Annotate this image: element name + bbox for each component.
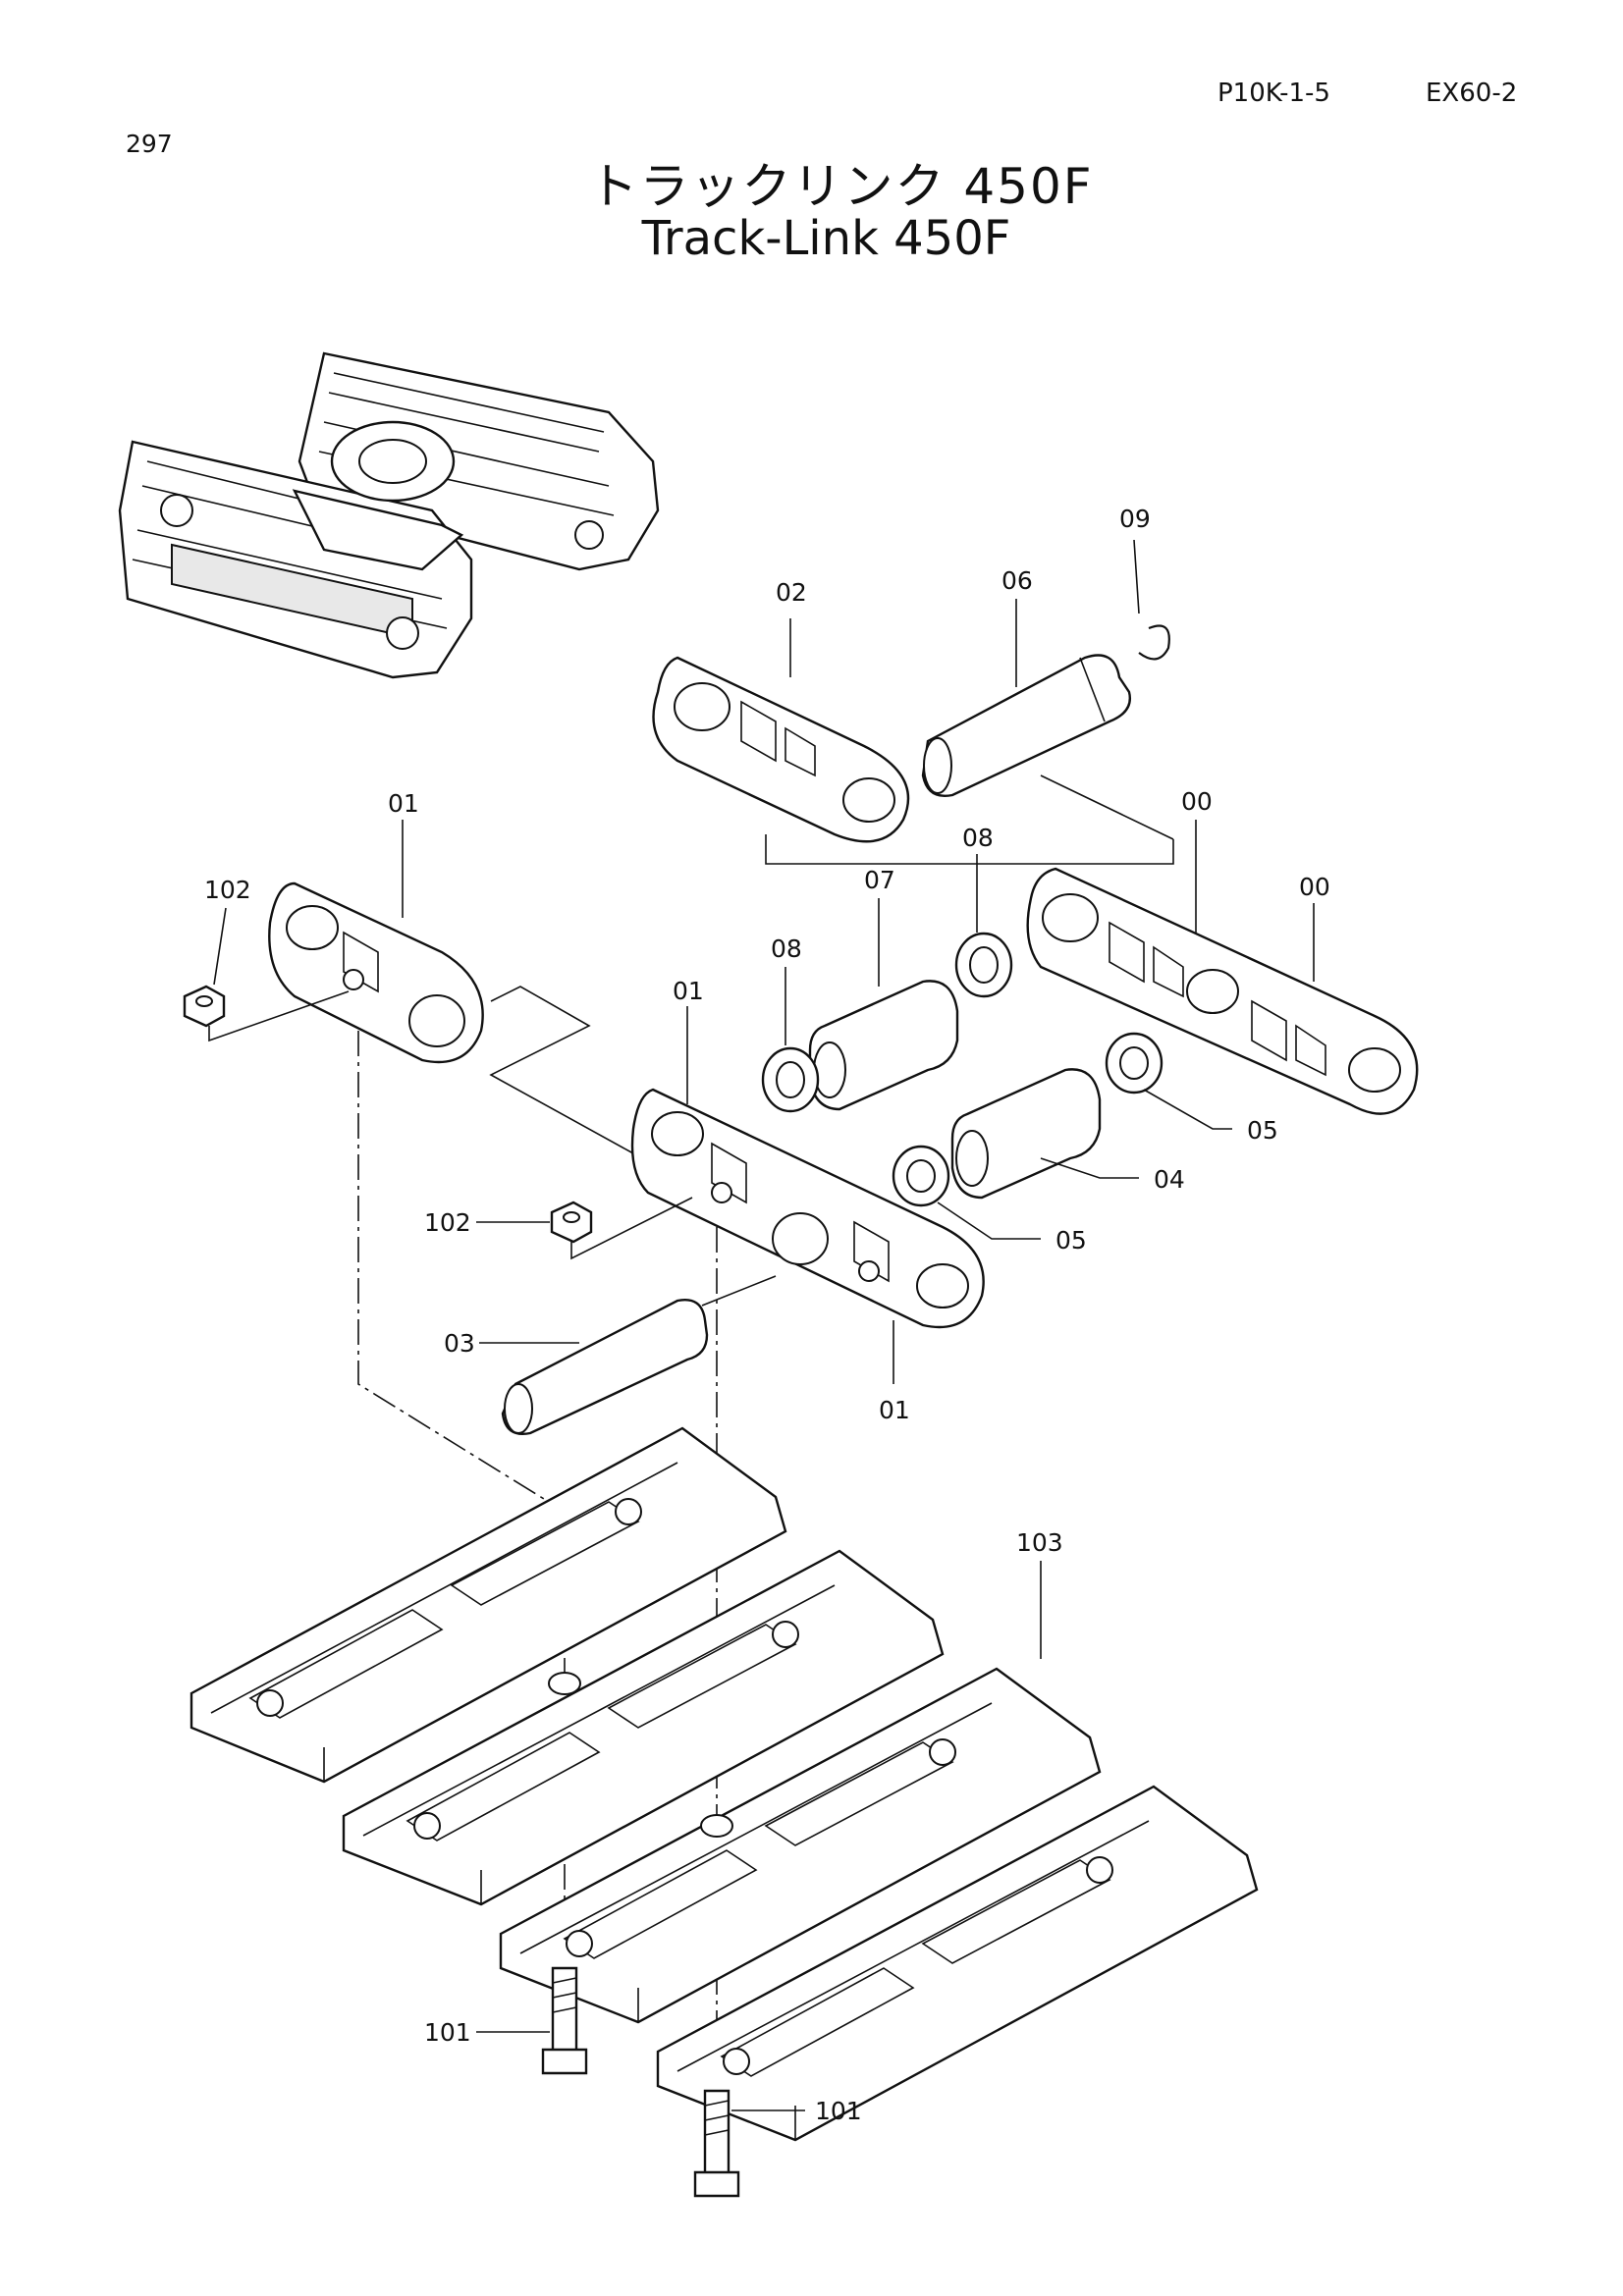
callout-09: 09 — [1119, 505, 1151, 533]
title-english: Track-Link 450F — [641, 211, 1011, 266]
callout-102-b: 102 — [424, 1208, 471, 1237]
part-00-link-pair — [1026, 867, 1419, 1115]
callout-00-a: 00 — [1181, 787, 1213, 816]
part-01-link-middle — [630, 1088, 985, 1329]
callout-03: 03 — [444, 1329, 475, 1358]
callout-02: 02 — [776, 578, 807, 607]
part-05-seal-right — [1105, 1032, 1163, 1095]
part-09-circlip — [1138, 624, 1170, 661]
callout-07: 07 — [864, 866, 895, 894]
callout-01-c: 01 — [879, 1396, 910, 1424]
callout-04: 04 — [1154, 1165, 1185, 1194]
part-06-pin — [921, 654, 1131, 797]
callout-01-b: 01 — [673, 977, 704, 1005]
part-08-seal-upper — [954, 932, 1013, 998]
part-07-bushing — [808, 980, 959, 1111]
callout-05-b: 05 — [1055, 1226, 1087, 1255]
callout-08-b: 08 — [771, 934, 802, 963]
doc-code: P10K-1-5 — [1217, 79, 1330, 108]
part-102-nut-upper — [183, 985, 226, 1028]
part-101-bolt-right — [693, 2089, 740, 2198]
callout-01-a: 01 — [388, 789, 419, 818]
callout-05-a: 05 — [1247, 1116, 1278, 1145]
model-code: EX60-2 — [1426, 79, 1518, 108]
part-103-track-shoes — [189, 1426, 1259, 2142]
part-05-seal-left — [892, 1145, 950, 1207]
callout-08-a: 08 — [962, 824, 994, 852]
part-01-link-upper — [268, 881, 484, 1064]
page-number: 297 — [126, 130, 173, 158]
callout-00-b: 00 — [1299, 873, 1330, 901]
callout-101-b: 101 — [815, 2097, 862, 2125]
part-02-link — [652, 656, 910, 843]
callout-101-a: 101 — [424, 2018, 471, 2047]
callout-06: 06 — [1001, 566, 1033, 595]
callout-103: 103 — [1016, 1528, 1063, 1557]
callout-102-a: 102 — [204, 876, 251, 904]
part-03-pin — [501, 1299, 709, 1435]
part-102-nut-lower — [550, 1201, 593, 1244]
part-101-bolt-left — [541, 1966, 588, 2075]
part-04-bushing — [950, 1068, 1102, 1200]
part-08-seal-lower — [761, 1046, 820, 1113]
undercarriage-overview — [118, 351, 660, 679]
title-japanese: トラックリンク 450F — [588, 158, 1094, 215]
